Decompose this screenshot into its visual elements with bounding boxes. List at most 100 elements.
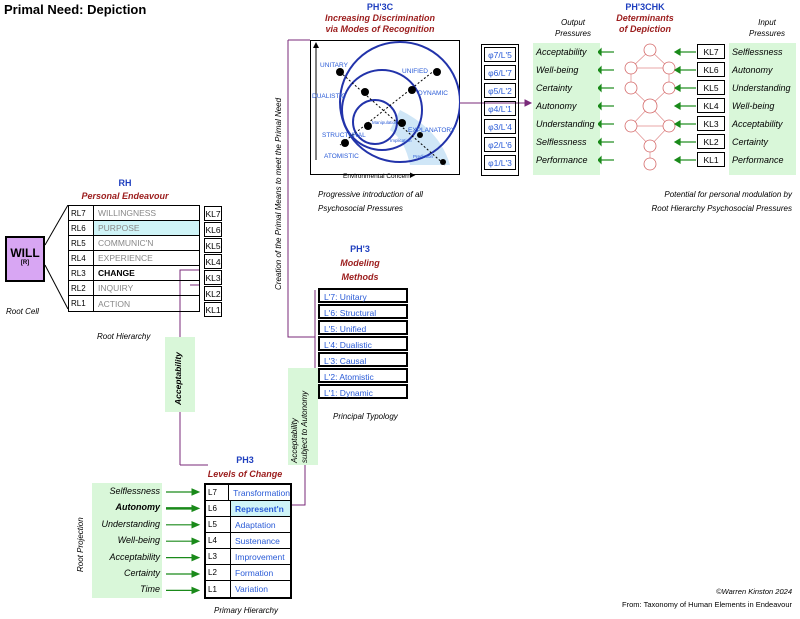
output-arrowhead xyxy=(598,155,602,165)
subject-label-1: Acceptability xyxy=(290,418,299,463)
level-row: L1 Variation xyxy=(206,581,290,597)
ph3-name-2: Methods xyxy=(341,272,379,282)
level-label: Represent'n xyxy=(235,503,284,514)
rh-code: RL3 xyxy=(69,266,94,280)
ph3chk-code: PH'3CHK xyxy=(625,2,665,12)
rh-name: Personal Endeavour xyxy=(81,191,169,201)
input-pressure: Autonomy xyxy=(732,65,773,75)
input-arrowhead xyxy=(673,155,681,165)
root-projection-item: Acceptability xyxy=(109,551,160,562)
output-arrowhead xyxy=(598,119,602,129)
input-pressure: Selflessness xyxy=(732,47,783,57)
output-pressure: Performance xyxy=(536,155,588,165)
rh-label: EXPERIENCE xyxy=(98,253,153,263)
modeling-method: L'6: Structural xyxy=(318,304,408,319)
determinants-network xyxy=(598,43,676,171)
input-arrowhead xyxy=(673,65,681,75)
phi-item: φ4/L'1 xyxy=(484,101,516,116)
projection-arrowhead xyxy=(191,488,201,496)
output-arrowhead xyxy=(598,83,602,93)
phi-item: φ3/L'4 xyxy=(484,119,516,134)
modeling-method: L'2: Atomistic xyxy=(318,368,408,383)
output-band xyxy=(533,43,600,175)
input-band xyxy=(729,43,796,175)
phl-name: Levels of Change xyxy=(207,469,283,479)
output-pressure: Certainty xyxy=(536,83,573,93)
projection-arrowhead xyxy=(191,586,201,595)
lbl-atomistic: ATOMISTIC xyxy=(324,153,359,160)
level-row: L6 Represent'n xyxy=(206,501,290,517)
kl-box: KL1 xyxy=(697,152,725,167)
level-code: L1 xyxy=(206,581,231,597)
phi-item: φ5/L'2 xyxy=(484,83,516,98)
output-arrowhead xyxy=(598,137,602,147)
phi-item: φ6/L'7 xyxy=(484,65,516,80)
rh-kl-box: KL4 xyxy=(204,254,222,269)
root-projection-item: Understanding xyxy=(101,518,160,529)
will-cell: WILL [R] xyxy=(5,236,45,282)
rh-kl-box: KL7 xyxy=(204,206,222,221)
input-arrowhead xyxy=(673,119,681,129)
x-axis-arrow: ▶ xyxy=(410,172,416,179)
level-label: Adaptation xyxy=(235,519,276,530)
phi-item: φ2/L'6 xyxy=(484,137,516,152)
lbl-dualistic: DUALISTIC xyxy=(312,93,346,100)
source: From: Taxonomy of Human Elements in Ende… xyxy=(622,600,792,609)
ph3chk-name-1: Determinants xyxy=(616,13,674,23)
rh-label: WILLINGNESS xyxy=(98,208,157,218)
output-arrowhead xyxy=(598,101,602,111)
acceptability-band xyxy=(165,337,195,412)
level-code: L6 xyxy=(206,501,231,516)
output-pressure: Understanding xyxy=(536,119,595,129)
lbl-unified: UNIFIED xyxy=(402,68,428,75)
level-code: L2 xyxy=(206,565,231,580)
projection-arrowhead xyxy=(191,521,201,529)
ph3c-name-1: Increasing Discrimination xyxy=(324,13,436,23)
kl-box: KL5 xyxy=(697,80,725,95)
recognition-diagram: UNITARY DUALISTIC STRUCTURAL ATOMISTIC U… xyxy=(310,40,460,175)
root-projection-label: Root Projection xyxy=(76,517,85,572)
rh-row: RL7 WILLINGNESS xyxy=(69,206,199,221)
modeling-method: L'3: Causal xyxy=(318,352,408,367)
rh-caption: Root Hierarchy xyxy=(97,332,151,341)
input-pressure: Understanding xyxy=(732,83,791,93)
kl-box: KL6 xyxy=(697,62,725,77)
rh-kl-box: KL3 xyxy=(204,270,222,285)
output-pressure: Autonomy xyxy=(536,101,577,111)
will-caption: Root Cell xyxy=(6,307,39,316)
rh-code: RL6 xyxy=(69,221,94,235)
lbl-explanatory: EXPLANATORY xyxy=(408,127,456,134)
kl-box: KL3 xyxy=(697,116,725,131)
input-arrowhead xyxy=(673,47,681,57)
copyright: ©Warren Kinston 2024 xyxy=(716,587,792,596)
projection-arrowhead xyxy=(191,553,201,562)
modeling-method: L'4: Dualistic xyxy=(318,336,408,351)
rh-code: RL4 xyxy=(69,251,94,265)
output-pressure: Selflessness xyxy=(536,137,587,147)
level-label: Sustenance xyxy=(235,535,280,546)
rh-label: CHANGE xyxy=(98,268,135,278)
ph3chk-caption-1: Potential for personal modulation by xyxy=(664,190,792,199)
projection-arrowhead xyxy=(191,570,201,578)
root-projection-item: Autonomy xyxy=(115,502,161,513)
input-arrowhead xyxy=(673,83,681,93)
lbl-prediction: Prediction xyxy=(413,154,434,159)
input-arrowhead xyxy=(673,101,681,111)
lbl-dynamic: DYNAMIC xyxy=(418,90,448,97)
input-pressure: Acceptability xyxy=(732,119,783,129)
subject-label-2: subject to Autonomy xyxy=(300,390,309,463)
rh-code: RL7 xyxy=(69,206,94,220)
rh-code: RL5 xyxy=(69,236,94,250)
rh-kl-box: KL5 xyxy=(204,238,222,253)
modeling-method: L'5: Unified xyxy=(318,320,408,335)
level-label: Variation xyxy=(235,584,268,594)
ph3c-caption-1: Progressive introduction of all xyxy=(318,190,423,199)
